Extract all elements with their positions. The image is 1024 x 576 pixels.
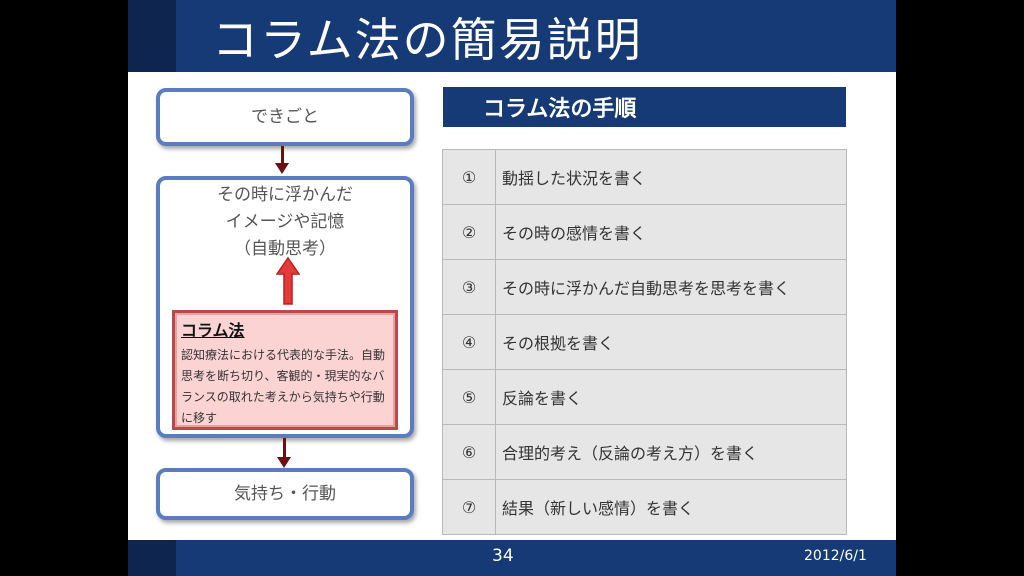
steps-header-title: コラム法の手順 <box>483 97 637 122</box>
table-row: ③ その時に浮かんだ自動思考を思考を書く <box>442 259 847 315</box>
step-text: 結果（新しい感情）を書く <box>495 479 847 535</box>
thought-line-3: （自動思考） <box>234 239 336 259</box>
table-row: ⑥ 合理的考え（反論の考え方）を書く <box>442 424 847 480</box>
step-number: ⑤ <box>442 369 496 425</box>
footer-bar-left <box>128 540 176 576</box>
step-number: ③ <box>442 259 496 315</box>
table-row: ⑦ 結果（新しい感情）を書く <box>442 479 847 535</box>
arrow-up-icon <box>275 256 301 305</box>
slide: コラム法の簡易説明 できごと その時に浮かんだ イメージや記憶 （自動思考） コ… <box>128 0 896 576</box>
title-bar <box>176 0 896 72</box>
step-text: その根拠を書く <box>495 314 847 370</box>
title-bar-left <box>128 0 176 72</box>
arrow-down-icon <box>275 146 289 174</box>
arrow-down-icon <box>277 438 291 468</box>
step-text: その時に浮かんだ自動思考を思考を書く <box>495 259 847 315</box>
table-row: ⑤ 反論を書く <box>442 369 847 425</box>
feeling-action-box: 気持ち・行動 <box>156 468 414 520</box>
column-method-box: コラム法 認知療法における代表的な手法。自動思考を断ち切り、客観的・現実的なバラ… <box>172 310 398 430</box>
slide-date: 2012/6/1 <box>804 548 867 564</box>
footer-bar <box>176 540 896 576</box>
table-row: ④ その根拠を書く <box>442 314 847 370</box>
column-method-description: 認知療法における代表的な手法。自動思考を断ち切り、客観的・現実的なバランスの取れ… <box>181 348 386 425</box>
step-number: ④ <box>442 314 496 370</box>
thought-line-2: イメージや記憶 <box>225 212 345 232</box>
table-row: ② その時の感情を書く <box>442 204 847 260</box>
thought-line-1: その時に浮かんだ <box>217 185 353 205</box>
table-row: ① 動揺した状況を書く <box>442 149 847 205</box>
step-text: 動揺した状況を書く <box>495 149 847 205</box>
column-method-title: コラム法 <box>181 321 245 340</box>
step-number: ⑥ <box>442 424 496 480</box>
step-text: その時の感情を書く <box>495 204 847 260</box>
page-number: 34 <box>492 546 514 566</box>
step-text: 合理的考え（反論の考え方）を書く <box>495 424 847 480</box>
step-text: 反論を書く <box>495 369 847 425</box>
steps-table: ① 動揺した状況を書く ② その時の感情を書く ③ その時に浮かんだ自動思考を思… <box>442 149 847 535</box>
steps-header: コラム法の手順 <box>443 87 846 127</box>
step-number: ⑦ <box>442 479 496 535</box>
step-number: ① <box>442 149 496 205</box>
event-box: できごと <box>156 88 414 146</box>
step-number: ② <box>442 204 496 260</box>
slide-title: コラム法の簡易説明 <box>212 13 643 67</box>
